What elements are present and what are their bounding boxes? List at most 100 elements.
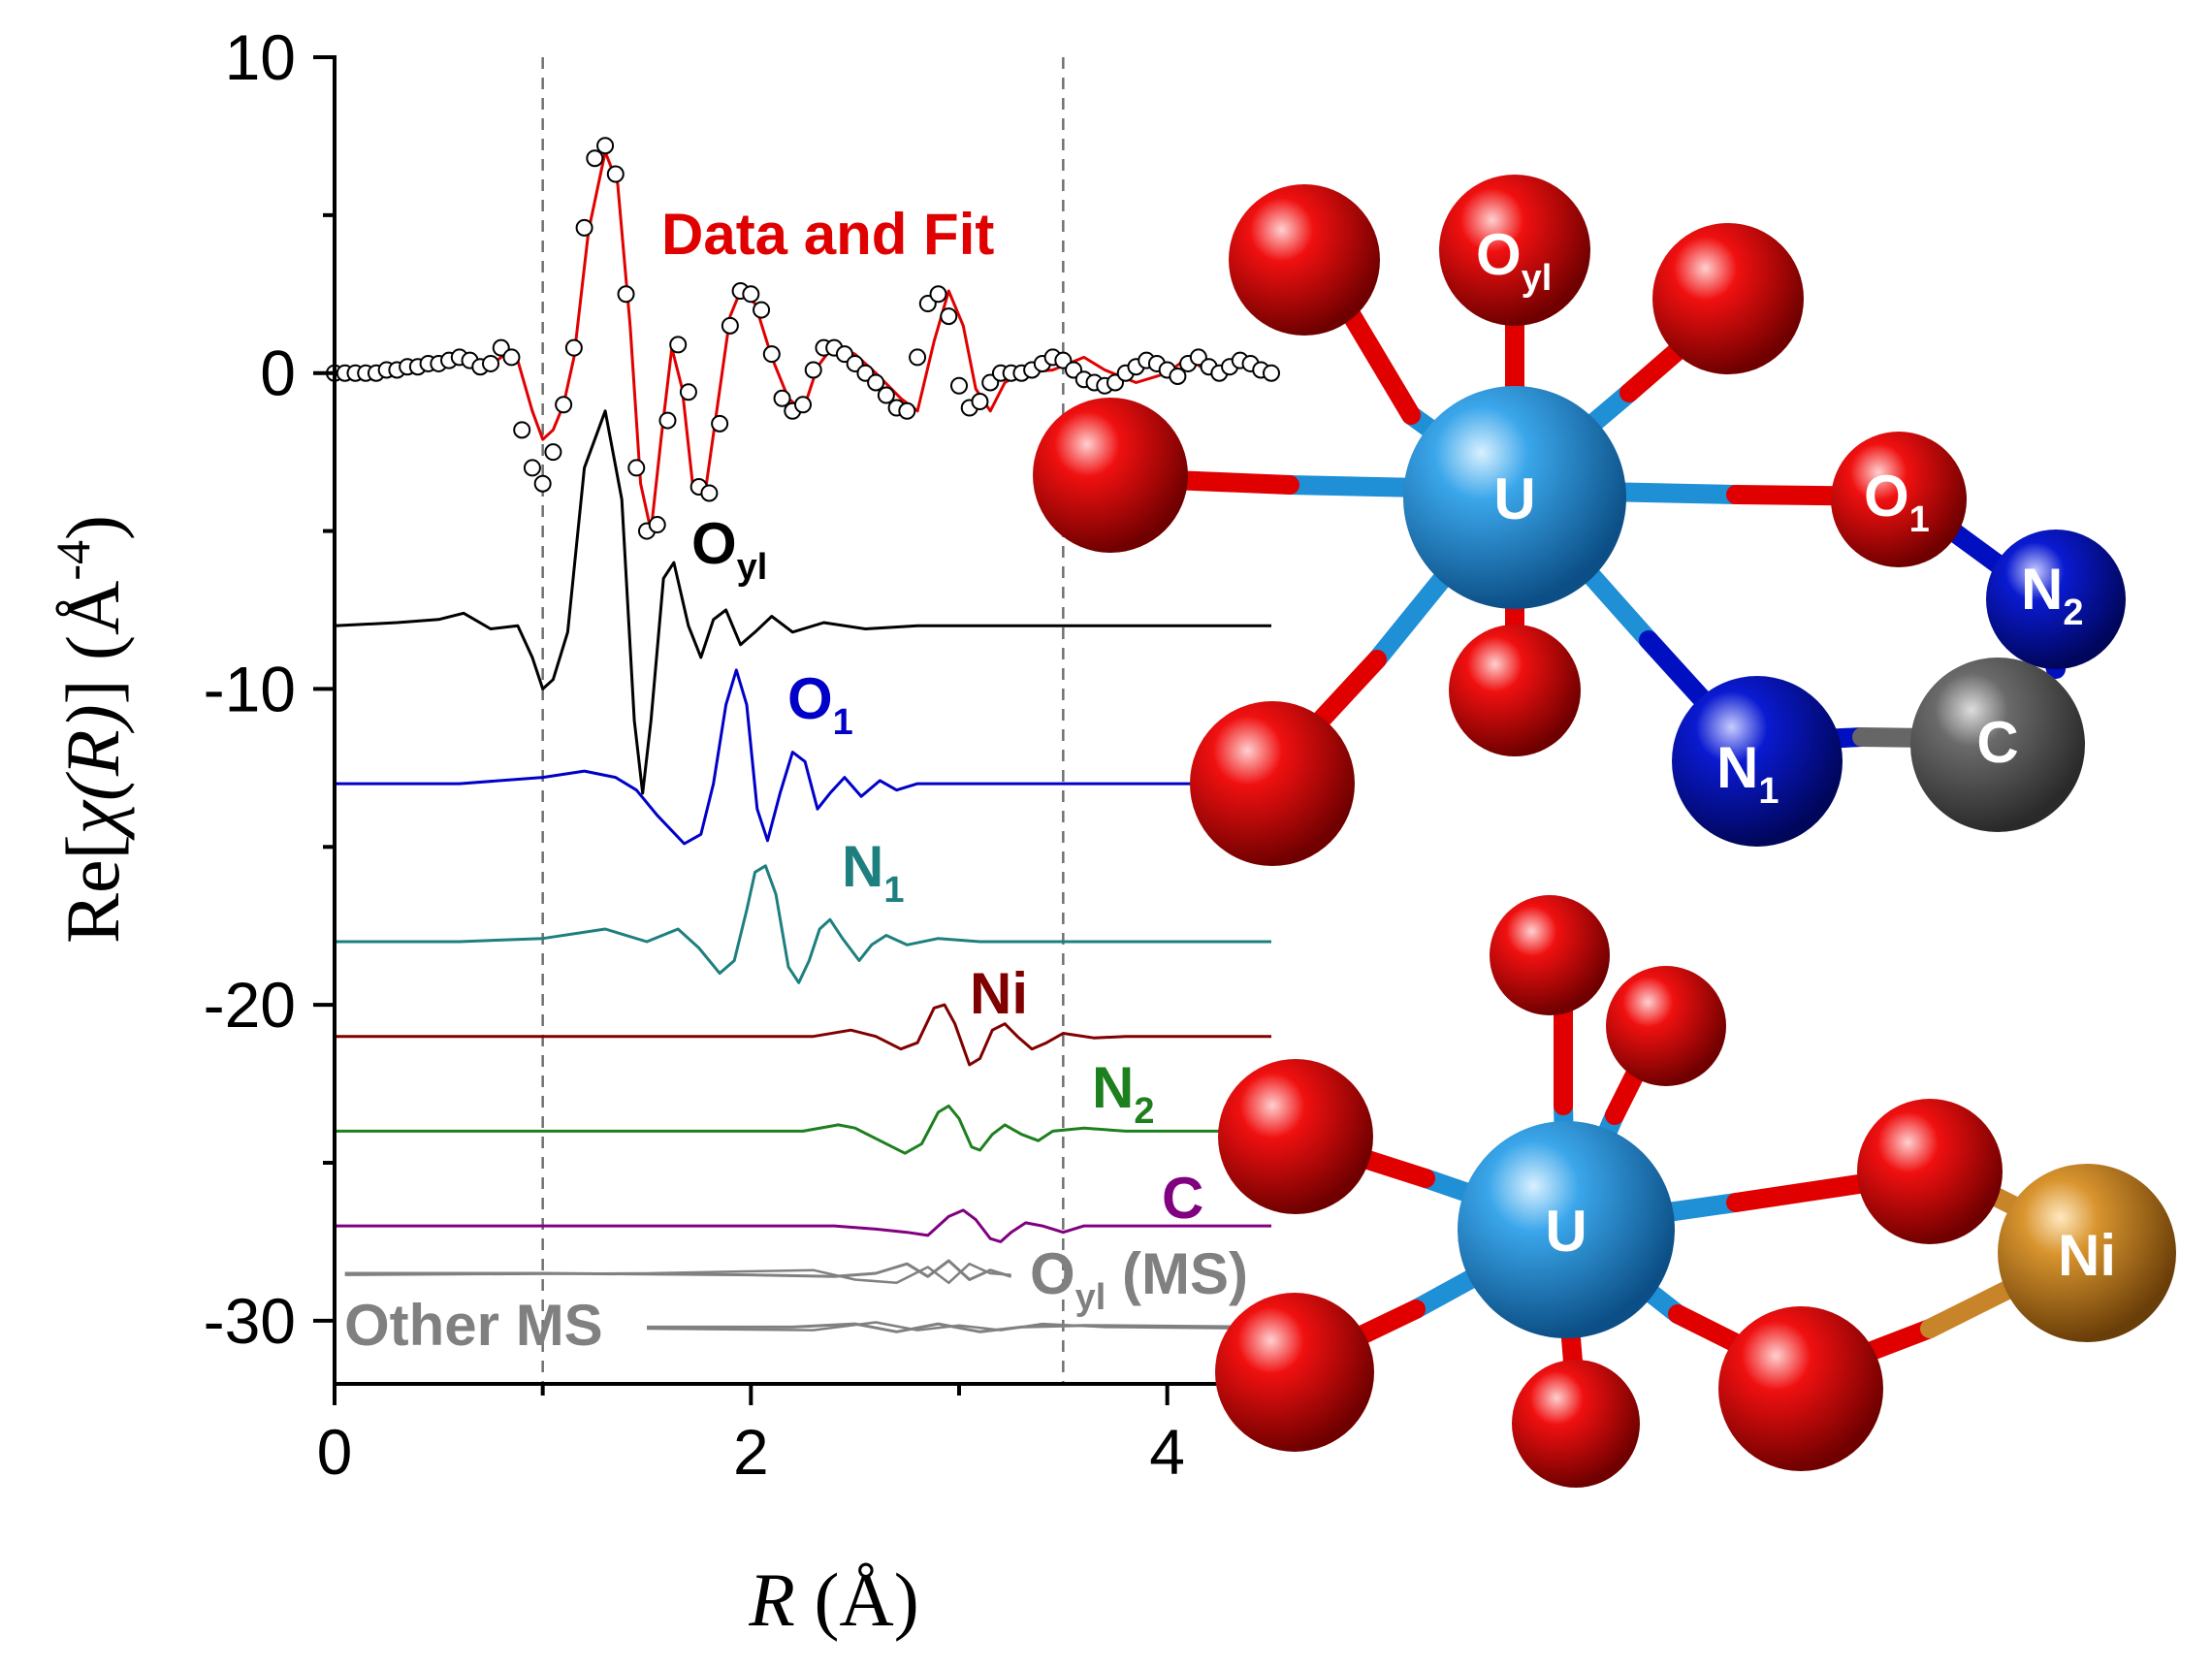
data-point — [940, 307, 958, 326]
fit-window-lines — [541, 57, 1065, 1384]
data-point — [804, 361, 822, 379]
nitrogen-atom-n2 — [1986, 530, 2126, 669]
data-point — [544, 443, 562, 462]
data-point — [606, 165, 625, 183]
data-point — [711, 414, 729, 433]
series-line-oyl — [334, 409, 1271, 795]
atom-label-oyl: Oyl — [1476, 222, 1552, 299]
data-point — [513, 421, 531, 439]
x-tick-label: 0 — [317, 1416, 353, 1488]
nitrogen-atom-n1 — [1672, 676, 1843, 847]
series-n1 — [335, 864, 1271, 984]
data-point — [742, 285, 760, 304]
data-point — [596, 137, 615, 155]
data-point — [533, 474, 552, 493]
data-point — [929, 285, 947, 304]
atom-label-ni: Ni — [2058, 1223, 2116, 1288]
series-label-c: C — [1162, 1166, 1203, 1231]
oxygen-atom-o1 — [1831, 432, 1967, 567]
series-line-n1 — [335, 864, 1271, 984]
atom-label-u-bottom: U — [1545, 1199, 1587, 1264]
y-axis-title: Re[χ(R)] (Å-4) — [46, 515, 135, 944]
oxygen-atom — [1652, 223, 1804, 374]
series-label-oyl-ms: Oyl (MS) — [1030, 1241, 1248, 1318]
data-point — [898, 401, 916, 420]
data-point — [794, 396, 812, 414]
data-point — [679, 383, 697, 401]
series-line-oyl_ms — [344, 1259, 1012, 1281]
y-tick-label: -30 — [204, 1285, 296, 1357]
atom-label-n2: N2 — [2021, 557, 2083, 633]
series-other_ms — [646, 1321, 1272, 1333]
series-label-other-ms: Other MS — [344, 1293, 603, 1358]
x-axis-title: R (Å) — [748, 1557, 918, 1642]
data-point — [575, 218, 593, 237]
x-tick-label: 4 — [1149, 1416, 1185, 1488]
data-point — [867, 373, 885, 392]
data-point — [555, 396, 573, 414]
atom-label-o1: O1 — [1864, 464, 1930, 540]
oxygen-atom — [1857, 1099, 2003, 1244]
data-point — [950, 376, 968, 395]
data-point — [648, 516, 666, 534]
series-line-b-other_ms — [646, 1321, 1272, 1332]
data-point — [1169, 367, 1187, 385]
data-point — [502, 348, 521, 367]
oxygen-atom — [1218, 1059, 1373, 1214]
series-line-b-oyl_ms — [344, 1262, 1011, 1285]
data-point — [773, 389, 791, 407]
series-c — [335, 1208, 1271, 1243]
uranium-atom — [1403, 386, 1626, 609]
data-point — [617, 285, 635, 304]
series-data_fit — [326, 137, 1280, 540]
data-point — [877, 386, 895, 404]
series-line-n2 — [335, 1104, 1271, 1155]
oxygen-atom — [1033, 398, 1188, 553]
nickel-atom — [1998, 1164, 2176, 1342]
series-label-data-and-fit: Data and Fit — [661, 202, 994, 267]
y-tick-label: 10 — [225, 21, 296, 93]
data-point — [721, 316, 739, 335]
data-point — [700, 484, 719, 502]
structure-top: U Oyl O1 N2 N1 C — [1033, 175, 2126, 866]
data-point — [909, 348, 927, 367]
carbon-atom — [1910, 658, 2085, 832]
atom-label-u: U — [1493, 466, 1535, 531]
data-point — [669, 336, 688, 354]
series-label-n2: N2 — [1092, 1055, 1154, 1132]
oxygen-atom — [1449, 625, 1581, 756]
oxygen-atom — [1190, 701, 1355, 866]
data-point — [627, 459, 646, 477]
oxygen-atom — [1229, 184, 1380, 336]
series-line-o1 — [335, 668, 1271, 846]
series-line-c — [335, 1208, 1271, 1243]
atom-label-c: C — [1976, 710, 2018, 775]
y-tick-label: -10 — [204, 653, 296, 724]
data-point — [658, 411, 677, 430]
data-point — [753, 301, 771, 319]
series-ni — [335, 1003, 1271, 1067]
series-layer — [326, 137, 1280, 1333]
series-oyl — [334, 409, 1271, 795]
series-label-n1: N1 — [842, 834, 904, 911]
series-n2 — [335, 1104, 1271, 1155]
structure-bottom: U Ni — [1215, 895, 2176, 1488]
data-point — [762, 345, 781, 364]
series-label-o1: O1 — [787, 666, 853, 743]
series-label-oyl: Oyl — [691, 511, 767, 588]
data-point — [482, 354, 499, 372]
series-o1 — [335, 668, 1271, 846]
oxygen-atom — [1512, 1360, 1640, 1488]
oxygen-atom — [1439, 175, 1590, 326]
y-tick-label: -20 — [204, 969, 296, 1041]
oxygen-atom — [1215, 1293, 1374, 1452]
series-label-ni: Ni — [970, 961, 1028, 1026]
data-point — [564, 338, 583, 357]
atom-label-n1: N1 — [1716, 735, 1779, 812]
data-point — [1263, 364, 1280, 382]
oxygen-atom — [1718, 1306, 1883, 1471]
x-tick-label: 2 — [733, 1416, 769, 1488]
oxygen-atom — [1490, 895, 1610, 1015]
